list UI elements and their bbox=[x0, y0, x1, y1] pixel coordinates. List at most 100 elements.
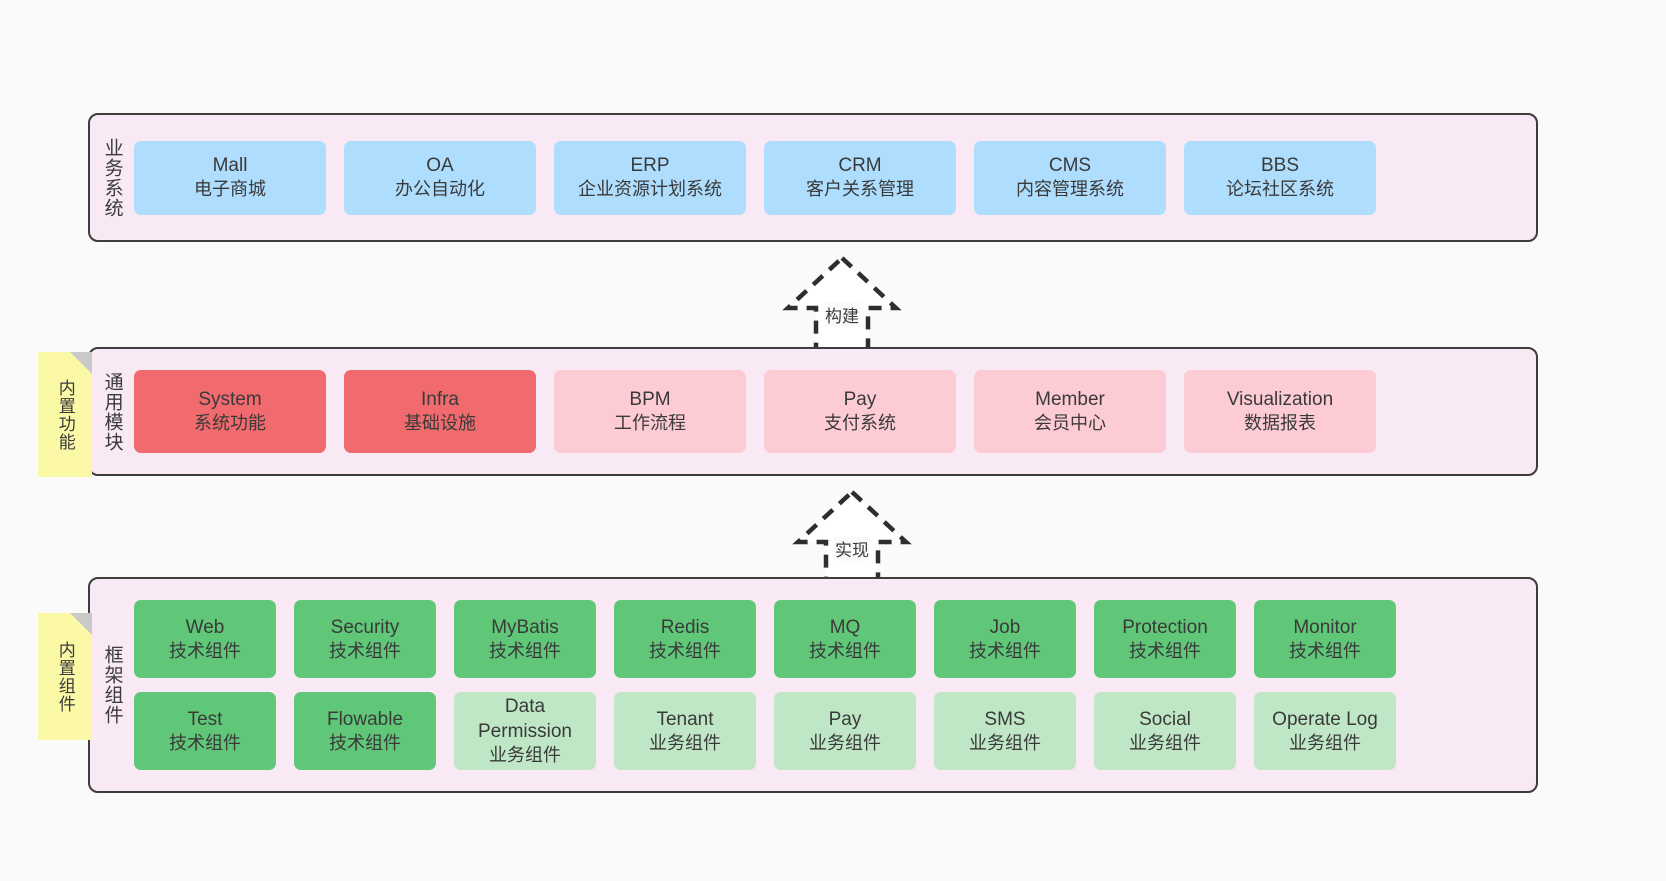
card-title-en: OA bbox=[426, 155, 454, 176]
card-title-cn: 技术组件 bbox=[809, 640, 881, 661]
card-title-cn: 会员中心 bbox=[1034, 413, 1106, 434]
card-title-en: MQ bbox=[829, 616, 861, 638]
card-oa[interactable]: OA 办公自动化 bbox=[344, 140, 536, 215]
card-title-cn: 业务组件 bbox=[1289, 732, 1361, 753]
card-social[interactable]: Social 业务组件 bbox=[1094, 692, 1236, 770]
card-title-en: Tenant bbox=[656, 708, 714, 730]
card-title-en: CMS bbox=[1048, 155, 1092, 176]
layer-title-business-system: 业务系统 bbox=[101, 137, 123, 218]
card-title-cn: 客户关系管理 bbox=[806, 179, 914, 200]
card-bbs[interactable]: BBS 论坛社区系统 bbox=[1184, 140, 1376, 215]
card-title-en: Security bbox=[330, 616, 400, 638]
card-title-cn: 论坛社区系统 bbox=[1226, 179, 1334, 200]
note-builtin-function: 内置功能 bbox=[38, 352, 92, 477]
card-title-en: BPM bbox=[629, 389, 671, 410]
card-title-en: Data Permission bbox=[478, 696, 572, 742]
note-label: 内置功能 bbox=[55, 378, 75, 451]
card-flowable[interactable]: Flowable 技术组件 bbox=[294, 692, 436, 770]
card-data-permission[interactable]: Data Permission 业务组件 bbox=[454, 692, 596, 770]
layer-title-framework-component: 框架组件 bbox=[101, 645, 123, 725]
layer-body-business-system: Mall 电子商城 OA 办公自动化 ERP 企业资源计划系统 CRM 客户关系… bbox=[134, 115, 1536, 240]
card-title-cn: 技术组件 bbox=[1129, 640, 1201, 661]
card-title-cn: 电子商城 bbox=[194, 179, 266, 200]
card-security[interactable]: Security 技术组件 bbox=[294, 600, 436, 678]
card-protection[interactable]: Protection 技术组件 bbox=[1094, 600, 1236, 678]
card-title-en: Test bbox=[187, 708, 223, 730]
card-title-en: Visualization bbox=[1226, 389, 1334, 410]
card-title-cn: 技术组件 bbox=[329, 640, 401, 661]
card-title-en: Job bbox=[989, 616, 1021, 638]
layer-framework-component: 框架组件 Web 技术组件 Security 技术组件 MyBatis 技术组件… bbox=[88, 577, 1538, 793]
card-title-cn: 内容管理系统 bbox=[1016, 179, 1124, 200]
layer-title-common-module: 通用模块 bbox=[101, 371, 123, 452]
note-builtin-component: 内置组件 bbox=[38, 613, 92, 740]
card-cms[interactable]: CMS 内容管理系统 bbox=[974, 140, 1166, 215]
card-title-en: Monitor bbox=[1293, 616, 1357, 638]
card-title-cn: 业务组件 bbox=[489, 744, 561, 765]
card-mybatis[interactable]: MyBatis 技术组件 bbox=[454, 600, 596, 678]
card-title-en: Redis bbox=[660, 616, 710, 638]
layer-body-framework-component: Web 技术组件 Security 技术组件 MyBatis 技术组件 Redi… bbox=[134, 579, 1536, 791]
card-title-en: CRM bbox=[838, 155, 882, 176]
card-title-cn: 业务组件 bbox=[809, 732, 881, 753]
card-title-cn: 基础设施 bbox=[404, 413, 476, 434]
arrow-build: 构建 bbox=[762, 254, 922, 357]
arrow-label-build: 构建 bbox=[824, 302, 860, 327]
card-title-cn: 业务组件 bbox=[969, 732, 1041, 753]
card-title-en: Pay bbox=[843, 389, 877, 410]
layer-common-module: 通用模块 System 系统功能 Infra 基础设施 BPM 工作流程 Pay… bbox=[88, 347, 1538, 476]
card-title-cn: 系统功能 bbox=[194, 413, 266, 434]
card-operate-log[interactable]: Operate Log 业务组件 bbox=[1254, 692, 1396, 770]
card-mall[interactable]: Mall 电子商城 bbox=[134, 140, 326, 215]
card-title-en: BBS bbox=[1260, 155, 1300, 176]
card-bpm[interactable]: BPM 工作流程 bbox=[554, 370, 746, 453]
note-label: 内置组件 bbox=[55, 640, 75, 713]
card-title-en: SMS bbox=[984, 708, 1026, 730]
card-title-en: Operate Log bbox=[1272, 708, 1378, 730]
card-test[interactable]: Test 技术组件 bbox=[134, 692, 276, 770]
card-member[interactable]: Member 会员中心 bbox=[974, 370, 1166, 453]
card-title-en: Protection bbox=[1122, 616, 1208, 638]
card-title-cn: 技术组件 bbox=[1289, 640, 1361, 661]
layer-business-system: 业务系统 Mall 电子商城 OA 办公自动化 ERP 企业资源计划系统 CRM… bbox=[88, 113, 1538, 242]
card-title-en: Member bbox=[1035, 389, 1105, 410]
card-title-cn: 技术组件 bbox=[489, 640, 561, 661]
card-title-en: Social bbox=[1139, 708, 1191, 730]
card-title-cn: 业务组件 bbox=[1129, 732, 1201, 753]
card-title-cn: 技术组件 bbox=[169, 640, 241, 661]
card-erp[interactable]: ERP 企业资源计划系统 bbox=[554, 140, 746, 215]
card-title-cn: 技术组件 bbox=[649, 640, 721, 661]
card-title-en: Flowable bbox=[326, 708, 404, 730]
card-row: Test 技术组件 Flowable 技术组件 Data Permission … bbox=[134, 692, 1528, 770]
card-web[interactable]: Web 技术组件 bbox=[134, 600, 276, 678]
card-title-cn: 技术组件 bbox=[969, 640, 1041, 661]
page-fold-icon bbox=[70, 352, 92, 374]
card-title-cn: 数据报表 bbox=[1244, 413, 1316, 434]
arrow-label-implement: 实现 bbox=[834, 536, 870, 561]
card-sms[interactable]: SMS 业务组件 bbox=[934, 692, 1076, 770]
layer-body-common-module: System 系统功能 Infra 基础设施 BPM 工作流程 Pay 支付系统… bbox=[134, 349, 1536, 474]
card-title-en: Web bbox=[185, 616, 225, 638]
card-pay-module[interactable]: Pay 支付系统 bbox=[764, 370, 956, 453]
card-visualization[interactable]: Visualization 数据报表 bbox=[1184, 370, 1376, 453]
card-title-en: Mall bbox=[212, 155, 248, 176]
card-title-cn: 业务组件 bbox=[649, 732, 721, 753]
card-title-cn: 办公自动化 bbox=[395, 179, 485, 200]
card-job[interactable]: Job 技术组件 bbox=[934, 600, 1076, 678]
card-monitor[interactable]: Monitor 技术组件 bbox=[1254, 600, 1396, 678]
card-title-cn: 支付系统 bbox=[824, 413, 896, 434]
card-row: System 系统功能 Infra 基础设施 BPM 工作流程 Pay 支付系统… bbox=[134, 370, 1528, 453]
card-title-en: System bbox=[198, 389, 262, 410]
card-crm[interactable]: CRM 客户关系管理 bbox=[764, 140, 956, 215]
card-title-en: MyBatis bbox=[491, 616, 559, 638]
card-redis[interactable]: Redis 技术组件 bbox=[614, 600, 756, 678]
page-fold-icon bbox=[70, 613, 92, 635]
card-row: Web 技术组件 Security 技术组件 MyBatis 技术组件 Redi… bbox=[134, 600, 1528, 678]
card-tenant[interactable]: Tenant 业务组件 bbox=[614, 692, 756, 770]
card-infra[interactable]: Infra 基础设施 bbox=[344, 370, 536, 453]
card-title-cn: 工作流程 bbox=[614, 413, 686, 434]
card-pay-component[interactable]: Pay 业务组件 bbox=[774, 692, 916, 770]
card-mq[interactable]: MQ 技术组件 bbox=[774, 600, 916, 678]
card-system[interactable]: System 系统功能 bbox=[134, 370, 326, 453]
